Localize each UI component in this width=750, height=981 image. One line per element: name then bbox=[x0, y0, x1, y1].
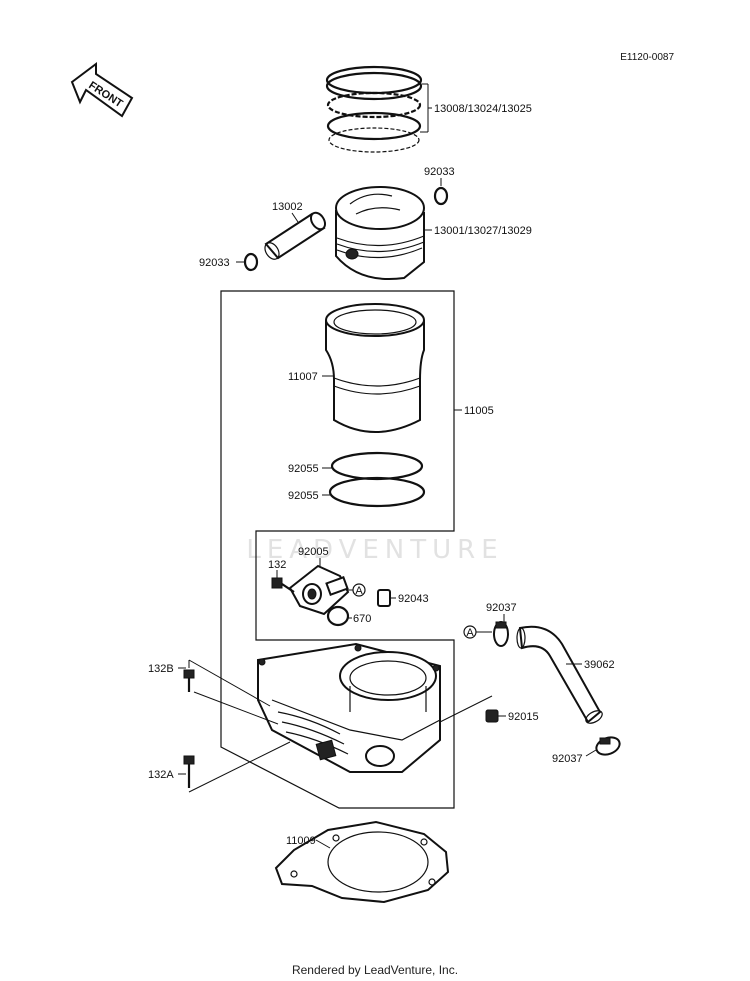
ref-marker-fitting-label: A bbox=[355, 585, 363, 597]
piston-rings bbox=[325, 65, 423, 153]
head-gasket bbox=[274, 820, 450, 904]
label-circlip-left: 92033 bbox=[199, 257, 230, 269]
label-cylinder-assembly: 11005 bbox=[464, 405, 494, 417]
diagram-code: E1120-0087 bbox=[620, 52, 674, 63]
label-water-hose: 39062 bbox=[584, 659, 615, 671]
footer-credit: Rendered by LeadVenture, Inc. bbox=[292, 963, 458, 977]
hose-clamp-upper bbox=[493, 621, 509, 647]
label-hose-clamp-upper: 92037 bbox=[486, 602, 517, 614]
cylinder-sleeve bbox=[325, 303, 425, 433]
label-piston-pin: 13002 bbox=[272, 201, 303, 213]
label-hose-clamp-lower: 92037 bbox=[552, 753, 583, 765]
water-fitting bbox=[288, 564, 350, 616]
ref-marker-fitting bbox=[352, 583, 366, 597]
label-cylinder-sleeve: 11007 bbox=[288, 371, 318, 383]
piston-pin bbox=[264, 211, 327, 260]
label-bolt-132b: 132B bbox=[148, 663, 174, 675]
label-head-gasket: 11009 bbox=[286, 835, 316, 847]
cap-nut bbox=[485, 709, 499, 723]
label-bolt-fitting: 132 bbox=[268, 559, 286, 571]
label-dowel-pin: 92043 bbox=[398, 593, 429, 605]
oring-fitting bbox=[326, 605, 350, 627]
bolt-fitting bbox=[271, 577, 295, 593]
oring-lower bbox=[328, 476, 426, 508]
ref-marker-clamp-label: A bbox=[466, 627, 474, 639]
hose-clamp-lower bbox=[595, 736, 621, 756]
bolt-132a bbox=[183, 755, 195, 788]
label-piston-rings: 13008/13024/13025 bbox=[434, 103, 532, 115]
piston bbox=[335, 186, 425, 280]
label-piston: 13001/13027/13029 bbox=[434, 225, 532, 237]
circlip-right bbox=[433, 186, 449, 206]
label-bolt-132a: 132A bbox=[148, 769, 174, 781]
oring-upper bbox=[330, 451, 424, 481]
label-cap-nut: 92015 bbox=[508, 711, 539, 723]
watermark-text: LEADVENTURE bbox=[246, 535, 503, 565]
front-arrow-icon: FRONT bbox=[70, 62, 134, 118]
label-oring-lower: 92055 bbox=[288, 490, 319, 502]
dowel-pin bbox=[377, 589, 391, 607]
circlip-left bbox=[243, 252, 259, 272]
water-hose bbox=[516, 625, 603, 724]
label-water-fitting: 92005 bbox=[298, 546, 329, 558]
label-oring-fitting: 670 bbox=[353, 613, 371, 625]
bolt-132b bbox=[183, 669, 195, 692]
label-circlip-right: 92033 bbox=[424, 166, 455, 178]
assembly-outline bbox=[220, 290, 455, 809]
label-oring-upper: 92055 bbox=[288, 463, 319, 475]
cylinder-block bbox=[257, 642, 441, 773]
